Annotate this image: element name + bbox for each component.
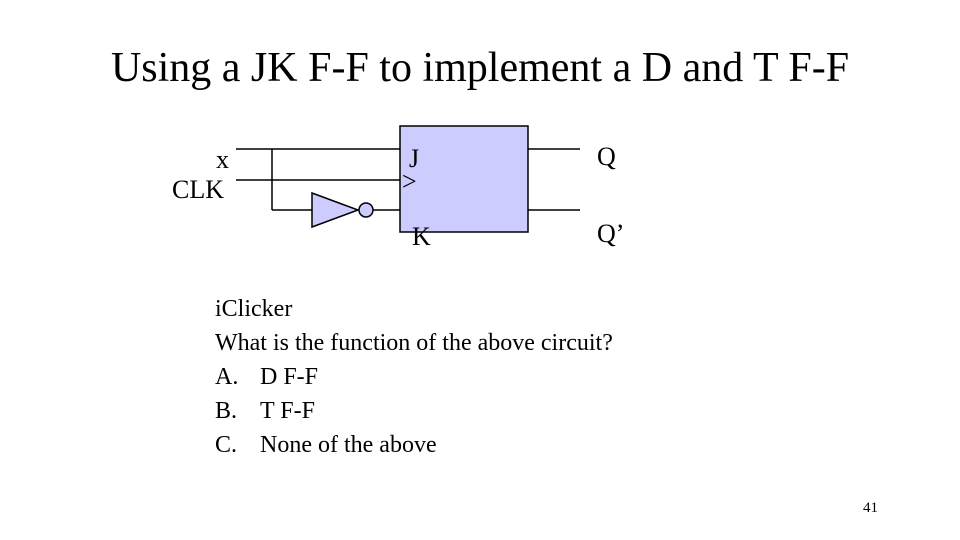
choice-letter: B.	[215, 398, 238, 424]
choice-letter: A.	[215, 364, 239, 390]
qbar-label: Q’	[597, 219, 624, 248]
flipflop-box	[399, 125, 529, 233]
j-pin-label: J	[409, 144, 419, 173]
choice-a: A. D F-F	[215, 360, 613, 394]
choice-b: B. T F-F	[215, 394, 613, 428]
clk-label: CLK	[172, 175, 224, 204]
choice-c: C. None of the above	[215, 428, 613, 462]
question-heading: iClicker	[215, 296, 293, 322]
x-label: x	[216, 145, 229, 174]
choice-text: D F-F	[260, 364, 319, 390]
q-label: Q	[597, 142, 616, 171]
choice-text: None of the above	[260, 432, 437, 458]
inverter-bubble	[358, 202, 374, 218]
inverter-gate	[311, 191, 361, 229]
question-prompt: What is the function of the above circui…	[215, 330, 613, 356]
slide-title: Using a JK F-F to implement a D and T F-…	[110, 45, 850, 91]
question-block: iClicker What is the function of the abo…	[215, 292, 613, 462]
clock-pin-label: >	[402, 167, 417, 196]
choice-text: T F-F	[260, 398, 315, 424]
slide-number: 41	[863, 500, 878, 516]
choice-letter: C.	[215, 432, 238, 458]
k-pin-label: K	[412, 222, 431, 251]
